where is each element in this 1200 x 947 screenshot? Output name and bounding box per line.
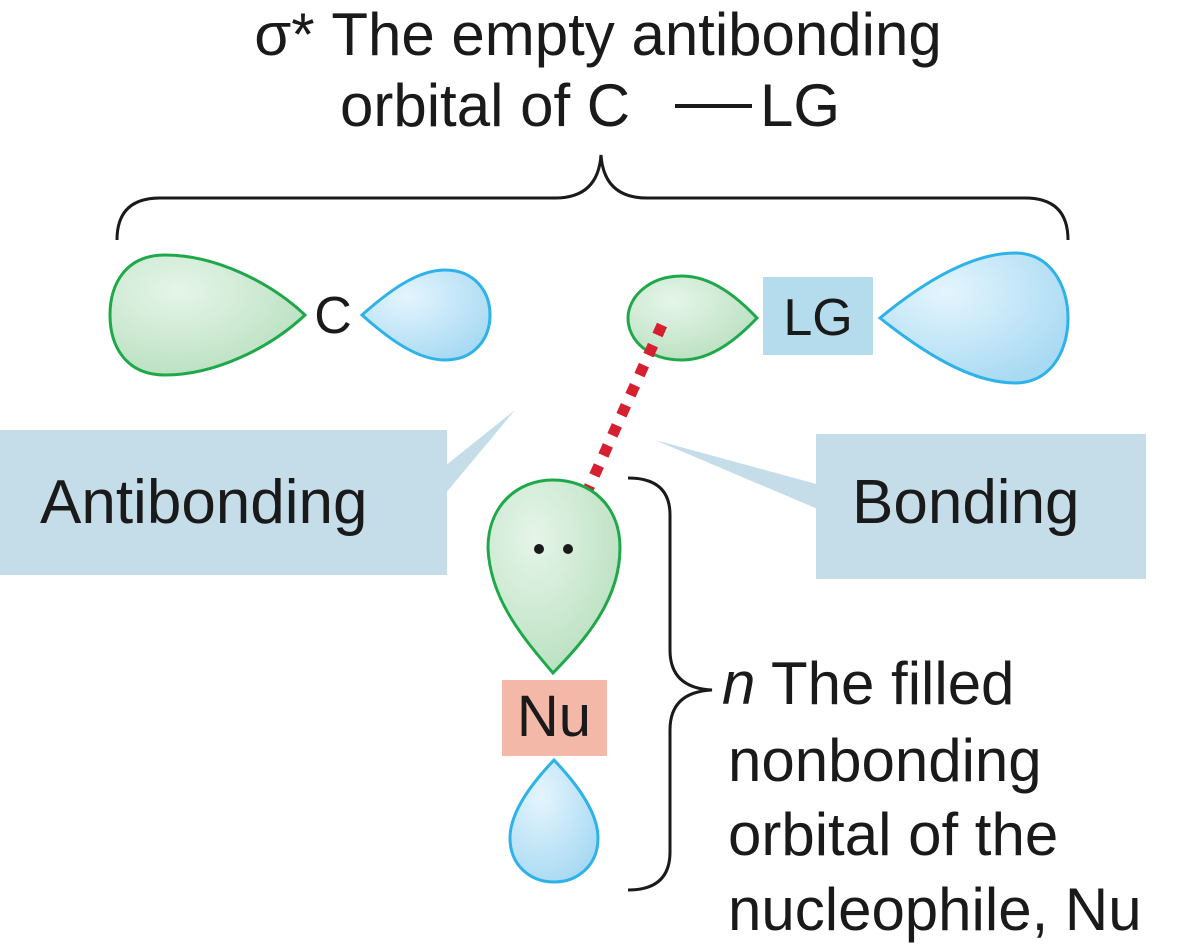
bonding-callout-box [816,434,1146,579]
lone-pair-dot-right [563,544,573,554]
carbon-label: C [314,287,352,345]
nu-label: Nu [517,684,591,749]
side-brace [627,476,713,892]
antibonding-callout-pointer [440,410,515,500]
side-caption-line3: orbital of the [728,801,1058,868]
top-caption-line2-end: LG [760,72,840,139]
carbon-blue-lobe [359,268,492,362]
lg-blue-lobe [877,251,1070,385]
side-caption-line1: n The filled [722,650,1014,717]
side-caption-line2: nonbonding [728,727,1042,794]
side-caption-line4: nucleophile, Nu [728,876,1142,943]
nu-green-lobe [486,478,622,676]
antibonding-label: Antibonding [40,468,368,537]
top-brace [115,154,1070,241]
lg-label: LG [783,289,852,347]
carbon-green-lobe [108,253,308,377]
nu-blue-lobe [508,757,600,884]
bonding-callout-pointer [655,440,820,510]
lg-box [763,277,873,355]
lone-pair-dot-left [534,544,544,554]
top-caption-line2-start: orbital of C [340,72,630,139]
antibonding-callout-box [0,430,447,575]
nu-box [502,680,607,756]
orbital-overlap-dashed-line [572,322,668,515]
lg-green-lobe [626,274,760,362]
bonding-label: Bonding [852,468,1080,537]
top-caption-line1: σ* The empty antibonding [254,1,941,68]
